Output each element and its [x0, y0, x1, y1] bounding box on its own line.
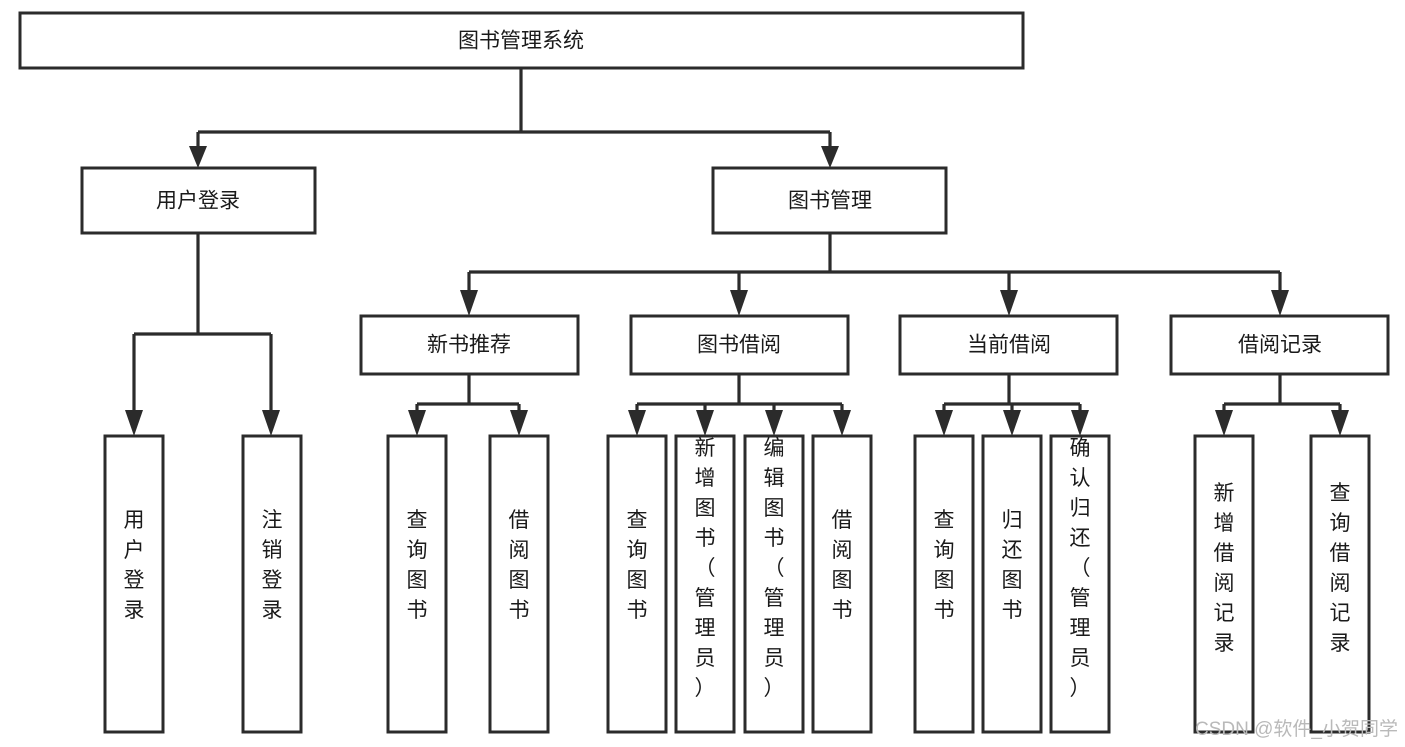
leaf-label-user-login-logout: 注销登录	[262, 509, 283, 622]
leaf-node-borrowrecord-query[interactable]: 查询借阅记录	[1309, 434, 1371, 734]
leaf-node-currentborrow-query[interactable]: 查询图书	[913, 434, 975, 734]
leaf-label-newbook-borrow: 借阅图书	[509, 509, 530, 622]
node-book-management[interactable]: 图书管理	[711, 166, 948, 235]
leaf-label-newbook-query: 查询图书	[407, 509, 428, 622]
node-current-borrow[interactable]: 当前借阅	[898, 314, 1119, 376]
arrowhead-leaf-logout	[262, 410, 280, 436]
leaf-label-bookborrow-borrow: 借阅图书	[832, 509, 853, 622]
node-book-borrow-label: 图书借阅	[697, 334, 781, 357]
arrowhead-borrowrecord-leaf-2	[1331, 410, 1349, 436]
watermark-label: CSDN @软件_小贺同学	[1195, 718, 1398, 740]
arrowhead-new-book	[460, 290, 478, 316]
arrowhead-leaf-user-login	[125, 410, 143, 436]
leaf-box-user-login-logout[interactable]	[241, 434, 303, 734]
arrowhead-borrowrecord-leaf-1	[1215, 410, 1233, 436]
arrowhead-newbook-leaf-1	[408, 410, 426, 436]
arrowhead-bookborrow-leaf-2	[696, 410, 714, 436]
connectors-layer	[125, 68, 1349, 436]
leaf-box-currentborrow-confirm[interactable]	[1049, 434, 1111, 734]
arrowhead-currentborrow-leaf-2	[1003, 410, 1021, 436]
leaf-node-bookborrow-add[interactable]: 新增图书（管理员）	[674, 434, 736, 734]
node-book-management-box[interactable]	[711, 166, 948, 235]
leaf-label-bookborrow-add: 新增图书（管理员）	[695, 437, 716, 700]
arrowhead-current-borrow	[1000, 290, 1018, 316]
leaf-box-borrowrecord-query[interactable]	[1309, 434, 1371, 734]
arrowhead-currentborrow-leaf-1	[935, 410, 953, 436]
node-new-book-recommend-box[interactable]	[359, 314, 580, 376]
node-borrow-record-label: 借阅记录	[1238, 334, 1322, 357]
node-book-borrow-box[interactable]	[629, 314, 850, 376]
arrowhead-user-login	[189, 146, 207, 168]
node-root[interactable]: 图书管理系统	[18, 11, 1025, 70]
leaf-box-bookborrow-add[interactable]	[674, 434, 736, 734]
node-current-borrow-box[interactable]	[898, 314, 1119, 376]
leaf-box-currentborrow-query[interactable]	[913, 434, 975, 734]
leaf-node-borrowrecord-add[interactable]: 新增借阅记录	[1193, 434, 1255, 734]
leaf-label-currentborrow-return: 归还图书	[1002, 509, 1023, 622]
node-current-borrow-label: 当前借阅	[967, 334, 1051, 357]
leaf-label-currentborrow-query: 查询图书	[934, 509, 955, 622]
arrowhead-borrow-record	[1271, 290, 1289, 316]
leaf-box-currentborrow-return[interactable]	[981, 434, 1043, 734]
leaf-label-bookborrow-query: 查询图书	[627, 509, 648, 622]
leaf-label-bookborrow-edit: 编辑图书（管理员）	[764, 437, 785, 700]
leaf-box-borrowrecord-add[interactable]	[1193, 434, 1255, 734]
leaf-box-newbook-query[interactable]	[386, 434, 448, 734]
node-user-login-box[interactable]	[80, 166, 317, 235]
leaf-node-bookborrow-borrow[interactable]: 借阅图书	[811, 434, 873, 734]
leaf-node-bookborrow-query[interactable]: 查询图书	[606, 434, 668, 734]
arrowhead-bookborrow-leaf-1	[628, 410, 646, 436]
node-borrow-record[interactable]: 借阅记录	[1169, 314, 1390, 376]
leaf-node-user-login-login[interactable]: 用户登录	[103, 434, 165, 734]
node-user-login[interactable]: 用户登录	[80, 166, 317, 235]
node-new-book-recommend[interactable]: 新书推荐	[359, 314, 580, 376]
arrowhead-currentborrow-leaf-3	[1071, 410, 1089, 436]
leaf-box-newbook-borrow[interactable]	[488, 434, 550, 734]
node-book-management-label: 图书管理	[788, 190, 872, 213]
arrowhead-book-borrow	[730, 290, 748, 316]
arrowhead-bookborrow-leaf-3	[765, 410, 783, 436]
leaf-label-borrowrecord-add: 新增借阅记录	[1214, 482, 1235, 655]
leaf-node-newbook-borrow[interactable]: 借阅图书	[488, 434, 550, 734]
node-user-login-label: 用户登录	[156, 190, 240, 213]
leaf-node-newbook-query[interactable]: 查询图书	[386, 434, 448, 734]
leaf-label-borrowrecord-query: 查询借阅记录	[1330, 482, 1351, 655]
node-root-label: 图书管理系统	[458, 30, 584, 53]
node-new-book-recommend-label: 新书推荐	[427, 334, 511, 357]
leaf-node-user-login-logout[interactable]: 注销登录	[241, 434, 303, 734]
leaf-box-bookborrow-borrow[interactable]	[811, 434, 873, 734]
leaf-box-bookborrow-edit[interactable]	[743, 434, 805, 734]
node-book-borrow[interactable]: 图书借阅	[629, 314, 850, 376]
leaf-label-user-login-login: 用户登录	[124, 509, 145, 622]
leaf-node-bookborrow-edit[interactable]: 编辑图书（管理员）	[743, 434, 805, 734]
arrowhead-bookborrow-leaf-4	[833, 410, 851, 436]
arrowhead-newbook-leaf-2	[510, 410, 528, 436]
leaf-box-user-login-login[interactable]	[103, 434, 165, 734]
leaf-box-bookborrow-query[interactable]	[606, 434, 668, 734]
leaf-node-currentborrow-return[interactable]: 归还图书	[981, 434, 1043, 734]
node-root-box[interactable]	[18, 11, 1025, 70]
node-borrow-record-box[interactable]	[1169, 314, 1390, 376]
leaf-node-currentborrow-confirm[interactable]: 确认归还（管理员）	[1049, 434, 1111, 734]
leaf-label-currentborrow-confirm: 确认归还（管理员）	[1070, 437, 1091, 700]
arrowhead-book-mgmt	[821, 146, 839, 168]
